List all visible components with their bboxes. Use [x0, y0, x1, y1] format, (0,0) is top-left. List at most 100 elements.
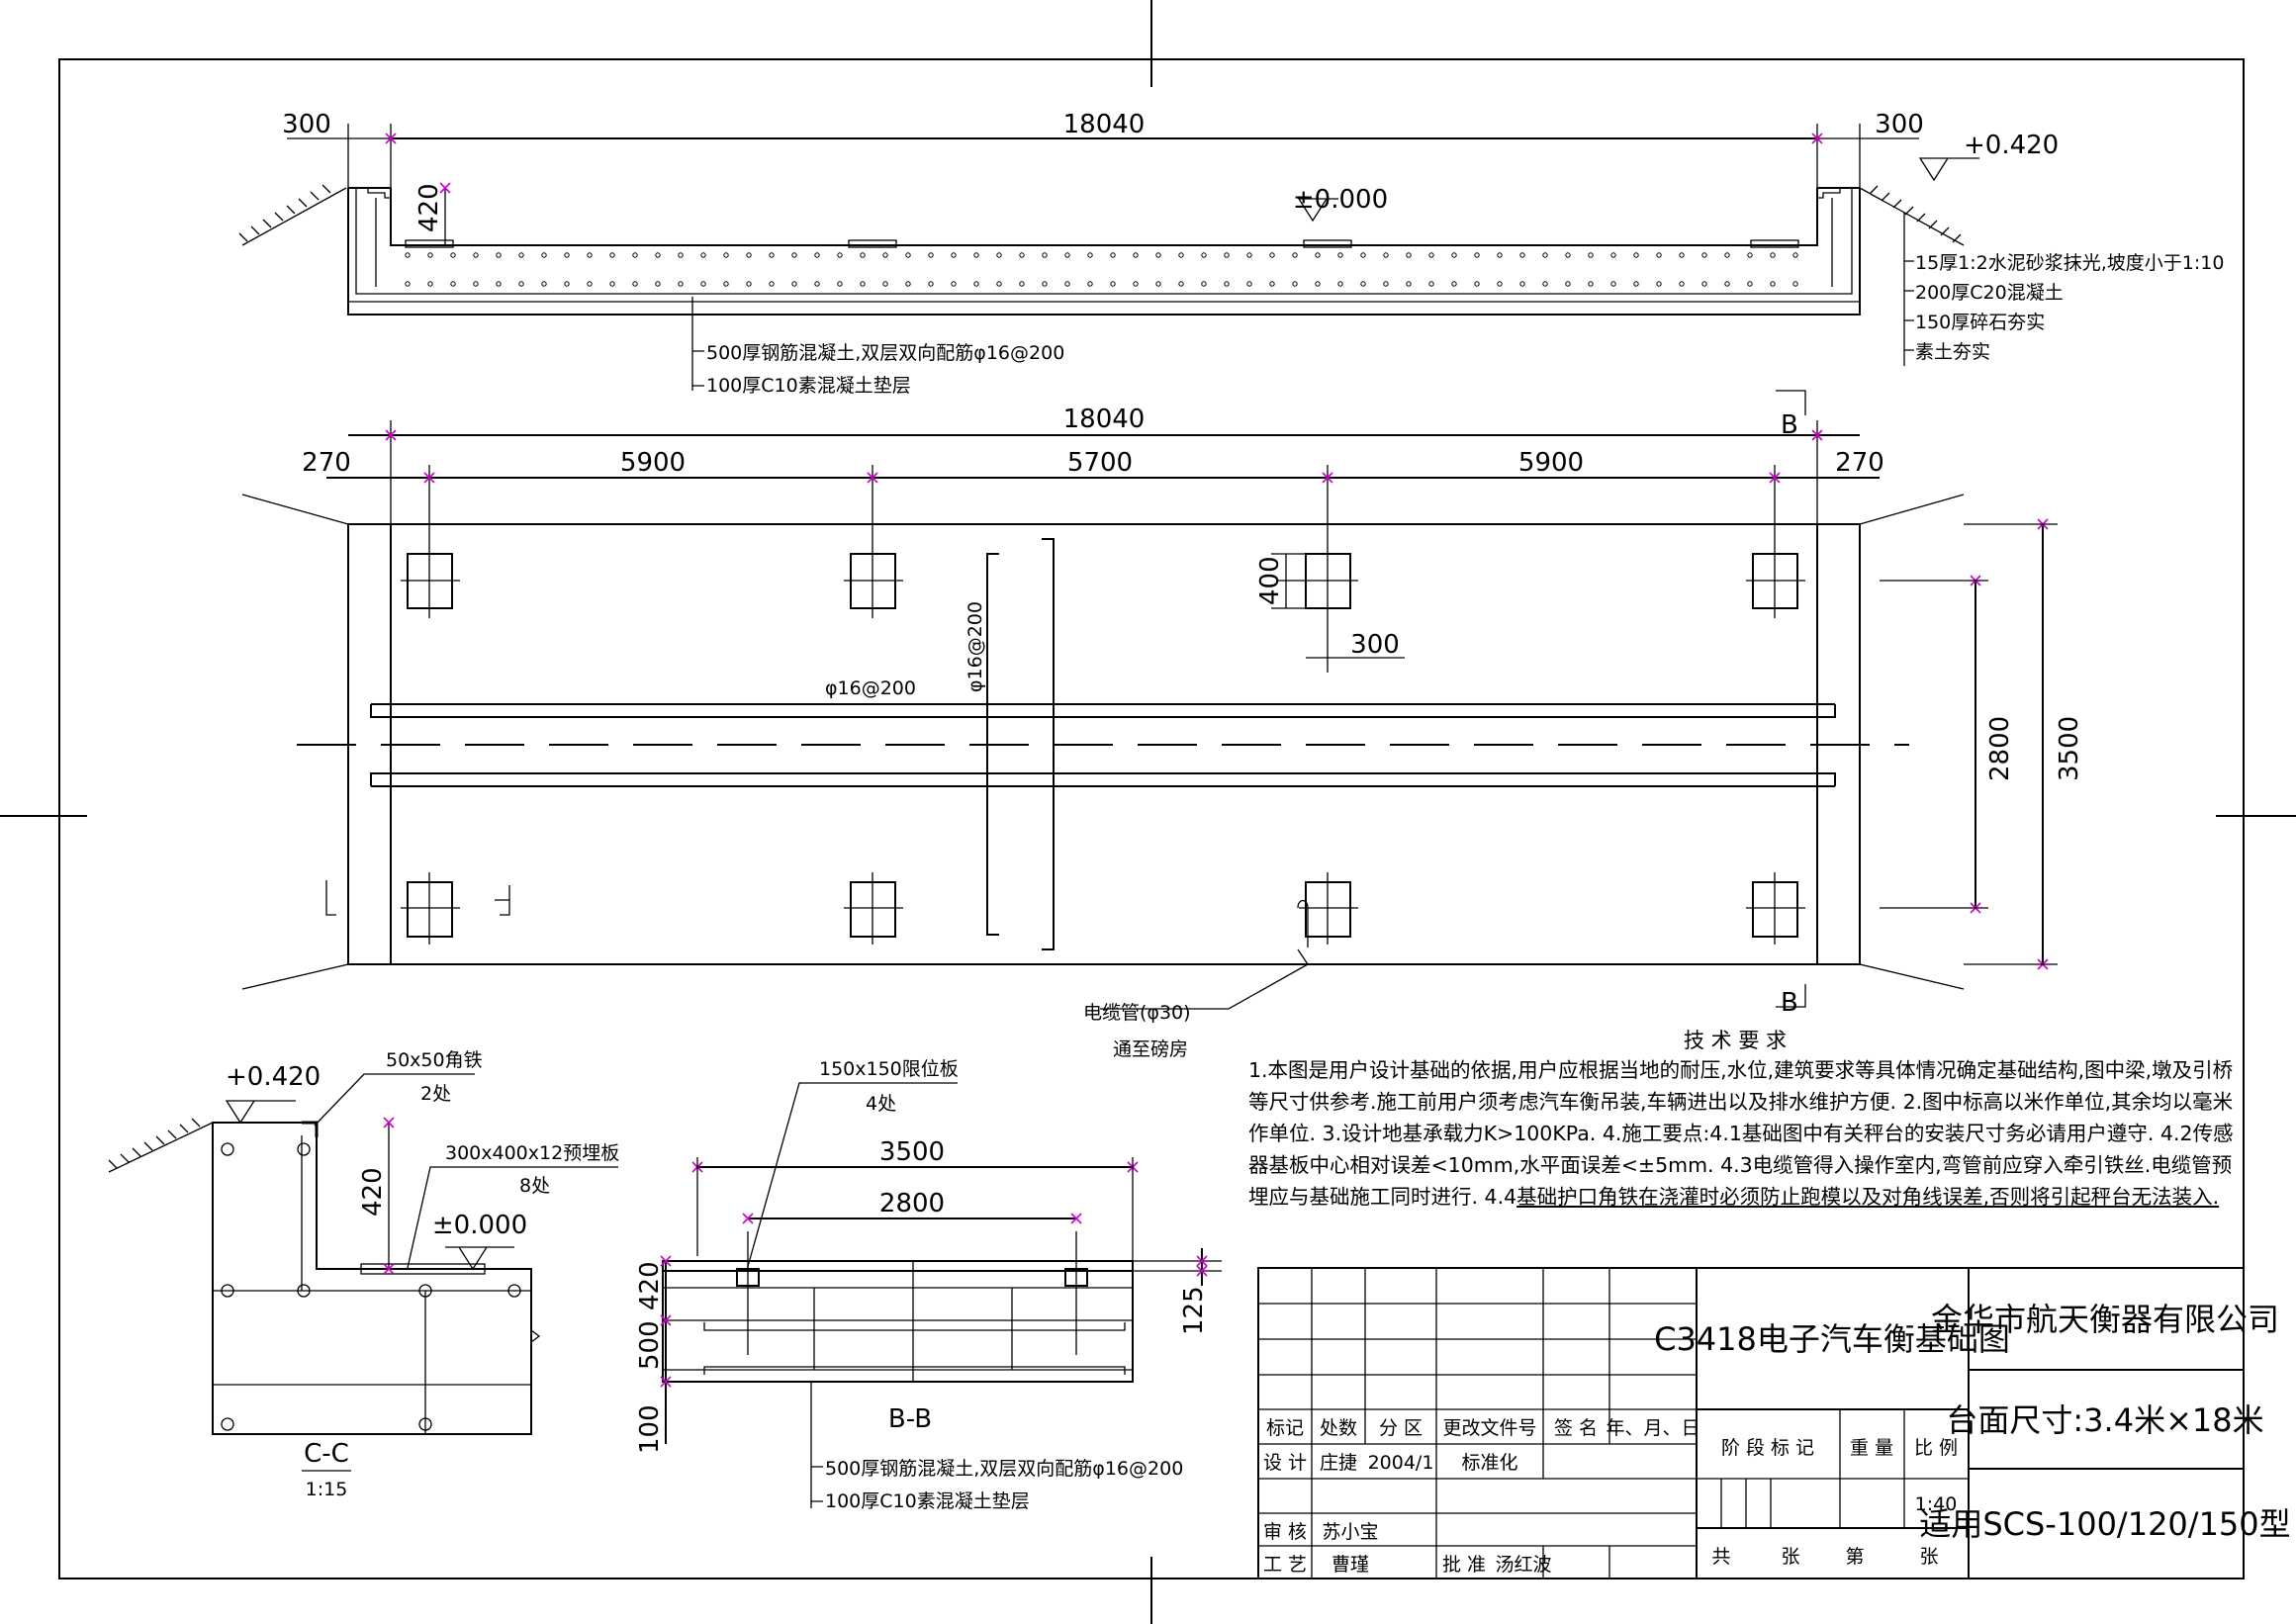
rebar-dot — [769, 281, 775, 287]
rebar-dot — [1428, 252, 1434, 258]
rebar-dot — [427, 281, 433, 287]
tb-approve-label: 批 准 — [1442, 1554, 1486, 1576]
rebar-dot — [700, 252, 706, 258]
tb-header-date: 年、月、日 — [1606, 1417, 1699, 1439]
rebar-dot — [1087, 281, 1093, 287]
rebar-dot — [905, 281, 911, 287]
section-bb: 150x150限位板 4处 3500 2800 420 500 100 125 … — [635, 1058, 1222, 1512]
cc-elev-zero: ±0.000 — [432, 1211, 527, 1240]
tb-design-date: 2004/1 — [1368, 1452, 1434, 1474]
top-elev-zero: ±0.000 — [1293, 185, 1388, 215]
cc-embed-qty: 8处 — [519, 1175, 550, 1197]
tb-sheets-total: 共 — [1711, 1546, 1730, 1568]
rebar-dot — [1724, 252, 1730, 258]
rebar-dot — [1542, 281, 1548, 287]
rebar-dot — [1610, 252, 1616, 258]
rebar-dot — [1770, 281, 1776, 287]
rebar-dot — [541, 281, 547, 287]
rebar-dot — [496, 281, 502, 287]
rebar-dot — [405, 281, 411, 287]
tb-process-name: 曹瑾 — [1332, 1554, 1369, 1576]
tb-scale-label: 比 例 — [1914, 1437, 1958, 1459]
rebar-dot — [1497, 281, 1503, 287]
rebar-dot — [1246, 281, 1252, 287]
rebar-dot — [1178, 281, 1184, 287]
rebar-dot — [1792, 252, 1798, 258]
rebar-dot — [1747, 252, 1753, 258]
layer-2: 200厚C20混凝土 — [1915, 282, 2064, 304]
rebar-dot — [541, 252, 547, 258]
plan-dim-left: 270 — [302, 448, 351, 478]
rebar-dot — [1656, 281, 1662, 287]
cable-note-2: 通至磅房 — [1113, 1038, 1188, 1060]
rebar-dot — [837, 281, 843, 287]
tech-text: 1.本图是用户设计基础的依据,用户应根据当地的耐压,水位,建筑要求等具体情况确定… — [1248, 1054, 2238, 1213]
plan-span-1: 5900 — [620, 448, 686, 478]
rebar-dot — [1110, 252, 1116, 258]
bb-dim-420: 420 — [635, 1261, 665, 1310]
plan-span-2: 5700 — [1067, 448, 1133, 478]
plan-span-3: 5900 — [1518, 448, 1584, 478]
tb-header-change: 更改文件号 — [1442, 1417, 1536, 1439]
bb-dim-125: 125 — [1179, 1286, 1209, 1335]
rebar-dot — [1133, 281, 1139, 287]
top-slab-note-2: 100厚C10素混凝土垫层 — [706, 375, 911, 397]
tb-sheets-unit-2: 张 — [1919, 1546, 1938, 1568]
rebar-dot — [1451, 281, 1457, 287]
rebar-dot — [632, 252, 638, 258]
cc-title: C-C — [304, 1439, 349, 1469]
rebar-dot — [1133, 252, 1139, 258]
rebar-dot — [1406, 252, 1412, 258]
rebar-dot — [1110, 281, 1116, 287]
rebar-dot — [1292, 252, 1298, 258]
rebar-dot — [1542, 252, 1548, 258]
cc-angle-qty: 2处 — [420, 1083, 451, 1105]
rebar-dot — [1792, 281, 1798, 287]
rebar-dot — [1406, 281, 1412, 287]
layer-4: 素土夯实 — [1915, 341, 1990, 363]
rebar-dot — [1246, 252, 1252, 258]
rebar-dot — [1360, 281, 1366, 287]
tech-text-2: 基础护口角铁在浇灌时必须防止跑模以及对角线误差,否则将引起秤台无法装入. — [1516, 1185, 2220, 1209]
bb-slab-note-2: 100厚C10素混凝土垫层 — [825, 1490, 1030, 1512]
rebar-dot — [1747, 281, 1753, 287]
section-cc: +0.420 50x50角铁 2处 300x400x12预埋板 8处 420 ±… — [108, 1049, 619, 1500]
top-dim-total: 18040 — [1063, 110, 1146, 139]
bb-title: B-B — [888, 1404, 932, 1434]
rebar-dot — [1656, 252, 1662, 258]
rebar-dot — [1155, 281, 1161, 287]
plan-dim-400: 400 — [1255, 556, 1285, 605]
rebar-dot — [1360, 252, 1366, 258]
rebar-dot — [1337, 281, 1343, 287]
rebar-dot — [1337, 252, 1343, 258]
rebar-dot — [1224, 252, 1230, 258]
rebar-dot — [518, 281, 524, 287]
layer-3: 150厚碎石夯实 — [1915, 312, 2045, 333]
rebar-dot — [769, 252, 775, 258]
rebar-dot — [814, 281, 820, 287]
rebar-dot — [427, 252, 433, 258]
title-block: C3418电子汽车衡基础图 金华市航天衡器有限公司 台面尺寸:3.4米×18米 … — [1257, 1267, 2291, 1579]
top-elev-top: +0.420 — [1964, 131, 2059, 160]
tech-text-1: 1.本图是用户设计基础的依据,用户应根据当地的耐压,水位,建筑要求等具体情况确定… — [1248, 1058, 2234, 1209]
tb-header-mark: 标记 — [1266, 1417, 1304, 1439]
tb-process-label: 工 艺 — [1263, 1554, 1307, 1576]
rebar-dot — [1383, 281, 1389, 287]
rebar-dot — [700, 281, 706, 287]
rebar-dot — [723, 252, 729, 258]
bb-limit-plate: 150x150限位板 — [819, 1058, 959, 1080]
rebar-dot — [951, 252, 957, 258]
rebar-dot — [1724, 281, 1730, 287]
rebar-dot — [1679, 252, 1685, 258]
rebar-dot — [1633, 281, 1639, 287]
cc-scale: 1:15 — [306, 1479, 348, 1500]
tb-design-label: 设 计 — [1263, 1452, 1307, 1474]
rebar-dot — [450, 281, 456, 287]
rebar-dot — [678, 281, 684, 287]
rebar-dot — [882, 281, 888, 287]
rebar-dot — [1588, 252, 1594, 258]
rebar-dot — [996, 252, 1002, 258]
rebar-dot — [1019, 281, 1025, 287]
technical-requirements: 技 术 要 求 1.本图是用户设计基础的依据,用户应根据当地的耐压,水位,建筑要… — [1248, 1027, 2238, 1213]
